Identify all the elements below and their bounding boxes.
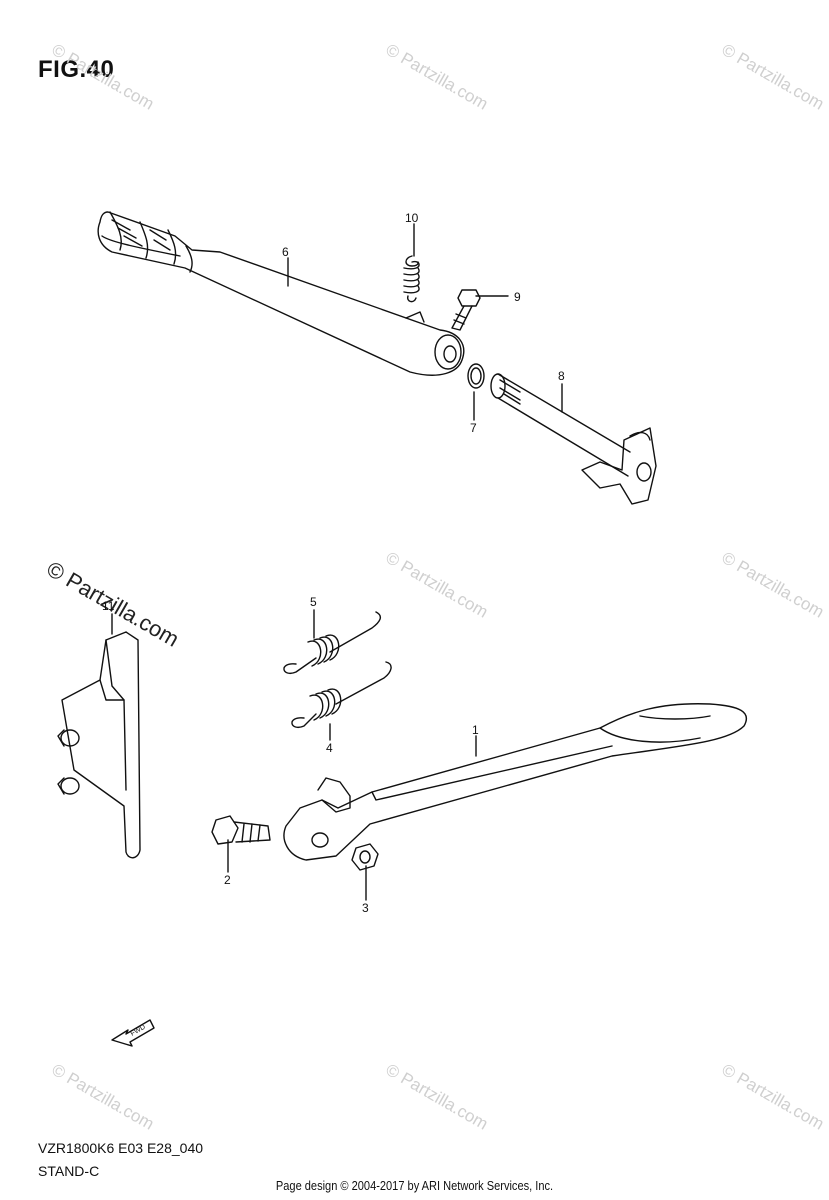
callout-3[interactable]: 3: [362, 901, 369, 915]
callout-9[interactable]: 9: [514, 290, 521, 304]
figure-title: FIG.40: [38, 56, 115, 83]
callout-11[interactable]: 11: [102, 599, 115, 613]
part-6-lever[interactable]: [97, 211, 465, 376]
part-7-washer[interactable]: [467, 363, 485, 389]
part-5-spring[interactable]: [283, 611, 382, 674]
diagram-name: STAND-C: [38, 1163, 100, 1179]
part-3-nut[interactable]: [351, 843, 379, 871]
callout-1[interactable]: 1: [472, 723, 479, 737]
callout-8[interactable]: 8: [558, 369, 565, 383]
part-10-spring[interactable]: [403, 255, 420, 303]
footer-copyright: Page design © 2004-2017 by ARI Network S…: [275, 1178, 554, 1193]
part-9-bolt[interactable]: [451, 289, 481, 331]
callout-5[interactable]: 5: [310, 595, 317, 609]
callout-7[interactable]: 7: [470, 421, 477, 435]
callout-6[interactable]: 6: [282, 245, 289, 259]
part-4-spring[interactable]: [291, 661, 392, 728]
part-2-pivot-bolt[interactable]: [211, 815, 271, 845]
forward-arrow-icon: [111, 1019, 155, 1047]
diagram-code: VZR1800K6 E03 E28_040: [38, 1140, 204, 1156]
part-11-bracket[interactable]: [57, 631, 141, 859]
callout-10[interactable]: 10: [405, 211, 419, 225]
part-8-shaft[interactable]: [490, 373, 657, 505]
part-1-side-stand[interactable]: [283, 703, 747, 861]
callout-2[interactable]: 2: [224, 873, 231, 887]
callout-4[interactable]: 4: [326, 741, 333, 755]
